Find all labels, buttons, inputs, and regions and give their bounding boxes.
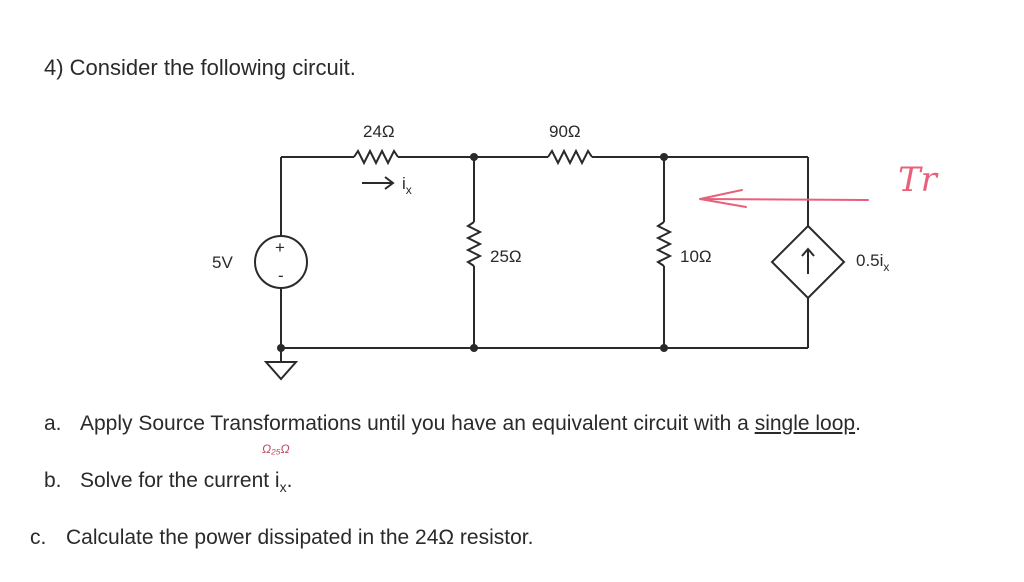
node-bottom-left [277,344,285,352]
question-title: 4) Consider the following circuit. [44,55,356,80]
part-b-marker: b. [44,469,62,492]
handwritten-scribble: Ω₂₅Ω [262,442,290,456]
part-c: c. Calculate the power dissipated in the … [30,526,533,550]
part-a-marker: a. [44,412,62,435]
resistor-90-zigzag [547,148,593,166]
circuit-diagram: 24Ω 90Ω 25Ω 10Ω 5V + - ix 0.5ix Tr [212,122,939,381]
ground-symbol [263,361,299,381]
dep-source-arrow-icon [801,247,815,274]
node-top-10 [660,153,668,161]
resistor-25-zigzag [465,221,483,267]
handwritten-note: Tr [898,160,939,200]
source-plus-sign: + [275,238,285,257]
resistor-90-label: 90Ω [549,122,581,141]
part-a-text: Apply Source Transformations until you h… [80,412,755,435]
resistor-10-zigzag [655,221,673,267]
node-bottom-10 [660,344,668,352]
dependent-source-label: 0.5ix [856,251,889,274]
part-b-end: . [286,469,293,492]
node-bottom-25 [470,344,478,352]
part-b: b. Solve for the current ix. [44,469,292,495]
resistor-10-label: 10Ω [680,247,712,266]
resistor-25-label: 25Ω [490,247,522,266]
part-a-end: . [855,412,861,435]
resistor-24-label: 24Ω [363,122,395,141]
source-voltage-label: 5V [212,253,233,272]
part-c-text: Calculate the power dissipated in the 24… [66,526,534,549]
part-b-text: Solve for the current i [80,469,280,492]
source-minus-sign: - [278,266,284,285]
part-b-subscript: x [279,479,287,496]
handwritten-arrowhead [699,189,747,208]
part-a-underlined: single loop [754,412,856,435]
current-label: ix [402,174,412,197]
resistor-24-zigzag [353,148,399,166]
part-a: a. Apply Source Transformations until you… [44,412,861,436]
part-c-marker: c. [30,526,47,549]
node-top-25 [470,153,478,161]
handwritten-arrow-line [699,198,869,201]
current-arrow-icon [362,176,395,190]
